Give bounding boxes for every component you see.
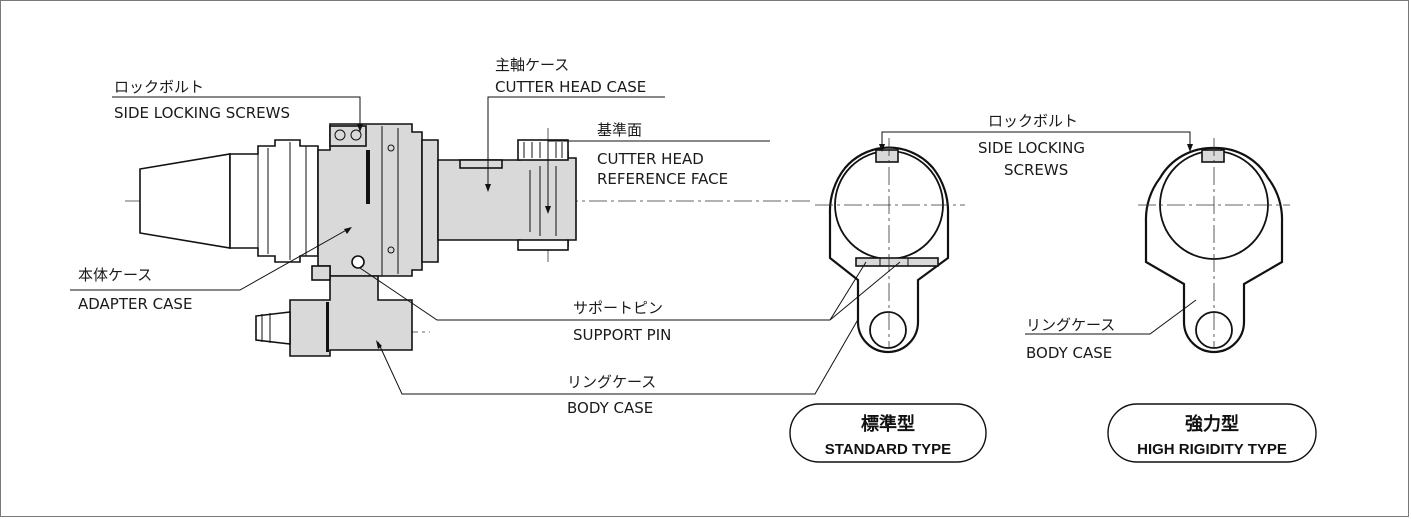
label-ref-face-en-1: CUTTER HEAD [597,150,704,168]
leader-ref-face [547,140,770,212]
label-body-case-en: BODY CASE [567,399,653,417]
leader-side-locking [112,96,361,132]
standard-type-badge [789,403,987,463]
leader-adapter-case [70,227,351,291]
label-right-locking-en-1: SIDE LOCKING [978,139,1085,157]
label-cutter-case-jp: 主軸ケース [495,56,569,74]
label-right-locking-jp: ロックボルト [988,112,1078,130]
high-rigidity-lock-bolt [1201,149,1225,163]
lower-shank [255,311,291,345]
label-right-body-en: BODY CASE [1026,344,1112,362]
standard-type-en: STANDARD TYPE [825,441,951,458]
cutter-head-case [437,151,577,247]
label-support-pin-jp: サポートピン [573,299,663,317]
locking-screw-block [329,125,367,147]
locking-screw-2 [350,129,362,141]
leader-support-pin [359,267,830,321]
support-pin-hole [351,255,365,269]
high-rigidity-type-jp: 強力型 [1185,413,1239,435]
leader-right-locking [881,131,1191,150]
adapter-collar [421,139,439,263]
support-pin-lug [311,265,331,281]
locking-screw-1 [334,129,346,141]
standard-pin-bore [869,311,907,349]
cutter-top-nut [517,139,569,161]
standard-lock-bolt [875,149,899,163]
label-support-pin-en: SUPPORT PIN [573,326,671,344]
label-adapter-jp: 本体ケース [78,266,152,284]
cutter-bottom-nut [517,239,569,251]
label-right-locking-en-2: SCREWS [1004,161,1068,179]
leader-body-case [377,315,861,395]
label-side-locking-en: SIDE LOCKING SCREWS [114,104,290,122]
standard-support-pins [855,257,939,267]
standard-type-jp: 標準型 [861,413,915,435]
label-adapter-en: ADAPTER CASE [78,295,192,313]
body-case-lower [289,275,413,357]
high-rigidity-type-en: HIGH RIGIDITY TYPE [1137,441,1287,458]
label-cutter-case-en: CUTTER HEAD CASE [495,78,646,96]
label-ref-face-jp: 基準面 [597,121,642,139]
high-rigidity-type-badge [1107,403,1317,463]
taper-shank [139,153,231,249]
label-ref-face-en-2: REFERENCE FACE [597,170,728,188]
tool-flange [229,139,319,263]
label-body-case-jp: リングケース [567,373,656,391]
label-right-body-jp: リングケース [1026,316,1115,334]
leader-cutter-case [487,96,665,190]
cutter-case-rib [459,159,503,169]
locking-slot [366,150,370,204]
label-side-locking-jp: ロックボルト [114,78,204,96]
leader-right-body-case [1025,299,1197,335]
